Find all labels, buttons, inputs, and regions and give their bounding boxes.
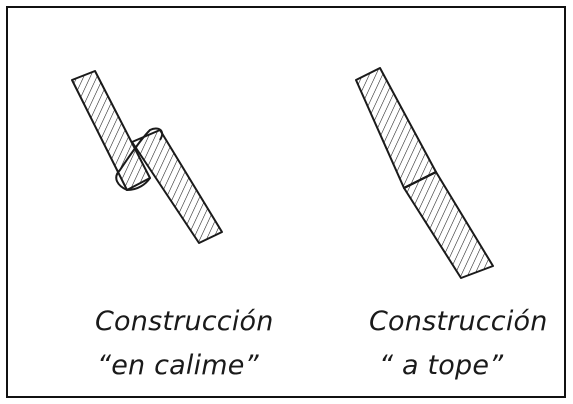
- overlap-fold-left: [115, 127, 164, 191]
- lower-board-left: [131, 129, 223, 244]
- left-caption-line2: “en calime”: [97, 350, 259, 381]
- lower-board-right: [403, 171, 494, 279]
- butt-seam-right: [403, 171, 437, 189]
- right-caption-line2: “ a tope”: [379, 350, 504, 381]
- left-caption-line1: Construcción: [95, 306, 274, 337]
- right-caption-line1: Construcción: [369, 306, 548, 337]
- upper-board-left: [71, 70, 151, 191]
- diagram-border: [6, 6, 566, 398]
- upper-board-right: [355, 67, 437, 189]
- butt-joint-diagram: [355, 67, 494, 279]
- lap-joint-diagram: [71, 70, 223, 244]
